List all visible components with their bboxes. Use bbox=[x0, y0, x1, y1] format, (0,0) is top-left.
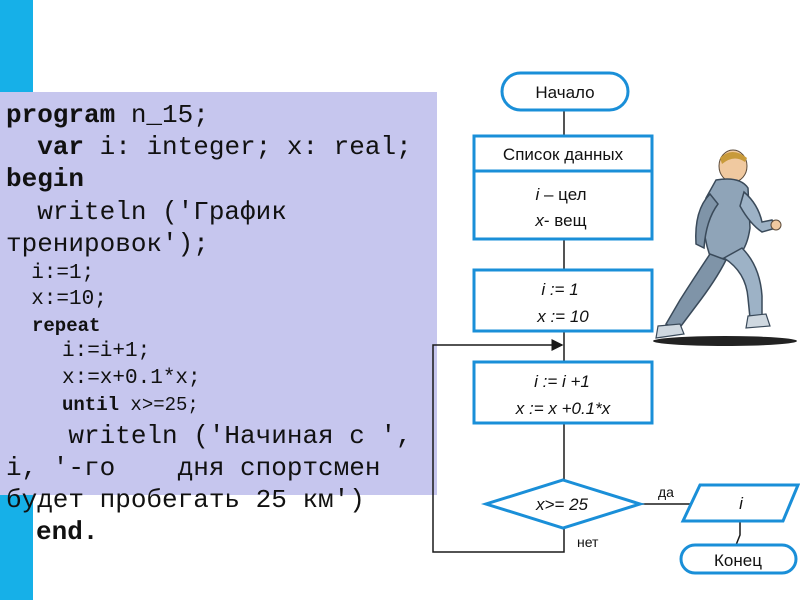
yes-label: да bbox=[658, 484, 674, 500]
loop-back-arrow bbox=[432, 339, 565, 553]
code-line-repeat: repeat bbox=[32, 315, 100, 337]
code-line-begin: begin bbox=[6, 164, 84, 194]
code-keyword: end. bbox=[36, 517, 99, 547]
code-line-writeln-2c: будет пробегать 25 км') bbox=[6, 485, 365, 515]
code-line-writeln-2b: i, '-го дня спортсмен bbox=[6, 453, 381, 483]
end-terminator bbox=[679, 543, 798, 575]
code-text: x>=25; bbox=[119, 394, 199, 416]
code-keyword: program bbox=[6, 100, 116, 130]
output-block bbox=[680, 483, 800, 523]
code-line-var: var i: integer; x: real; bbox=[6, 132, 412, 162]
running-man-icon bbox=[653, 149, 797, 346]
code-text: n_15; bbox=[115, 100, 209, 130]
step-block bbox=[472, 360, 654, 425]
init-block bbox=[472, 268, 654, 333]
end-label: Конец bbox=[714, 551, 762, 570]
code-keyword: var bbox=[37, 132, 85, 162]
code-line-init-x: x:=10; bbox=[6, 288, 107, 311]
code-line-step-i: i:=i+1; bbox=[62, 340, 151, 363]
code-line-program: program n_15; bbox=[6, 100, 209, 130]
data-block-header: Список данных bbox=[503, 145, 624, 164]
code-text: i: integer; x: real; bbox=[84, 132, 412, 162]
code-keyword: begin bbox=[6, 164, 85, 194]
step-x-label: x := x +0.1*x bbox=[515, 399, 611, 418]
code-line-step-x: x:=x+0.1*x; bbox=[62, 367, 201, 390]
init-x-label: x := 10 bbox=[536, 307, 589, 326]
data-var-x: x- вещ bbox=[534, 211, 586, 230]
code-line-init-i: i:=1; bbox=[6, 262, 95, 285]
code-line-writeln-2: writeln ('Начиная с ', bbox=[6, 421, 412, 451]
init-i-label: i := 1 bbox=[541, 280, 578, 299]
data-block bbox=[472, 134, 654, 241]
code-line-until: until x>=25; bbox=[62, 394, 199, 416]
code-keyword: until bbox=[62, 394, 120, 416]
flow-connectors bbox=[432, 110, 741, 553]
code-line-writeln-1b: тренировок'); bbox=[6, 229, 209, 259]
condition-label: x>= 25 bbox=[535, 495, 589, 514]
output-label: i bbox=[739, 494, 744, 513]
start-terminator bbox=[500, 71, 630, 112]
code-panel bbox=[0, 92, 437, 495]
code-line-end: end. bbox=[36, 517, 98, 547]
condition-diamond bbox=[480, 478, 646, 530]
data-var-i: i – цел bbox=[535, 185, 586, 204]
start-label: Начало bbox=[535, 83, 594, 102]
connector-output-end bbox=[735, 521, 741, 546]
code-keyword: repeat bbox=[32, 315, 101, 337]
no-label: нет bbox=[577, 534, 599, 550]
step-i-label: i := i +1 bbox=[534, 372, 590, 391]
code-line-writeln-1: writeln ('График bbox=[6, 197, 287, 227]
